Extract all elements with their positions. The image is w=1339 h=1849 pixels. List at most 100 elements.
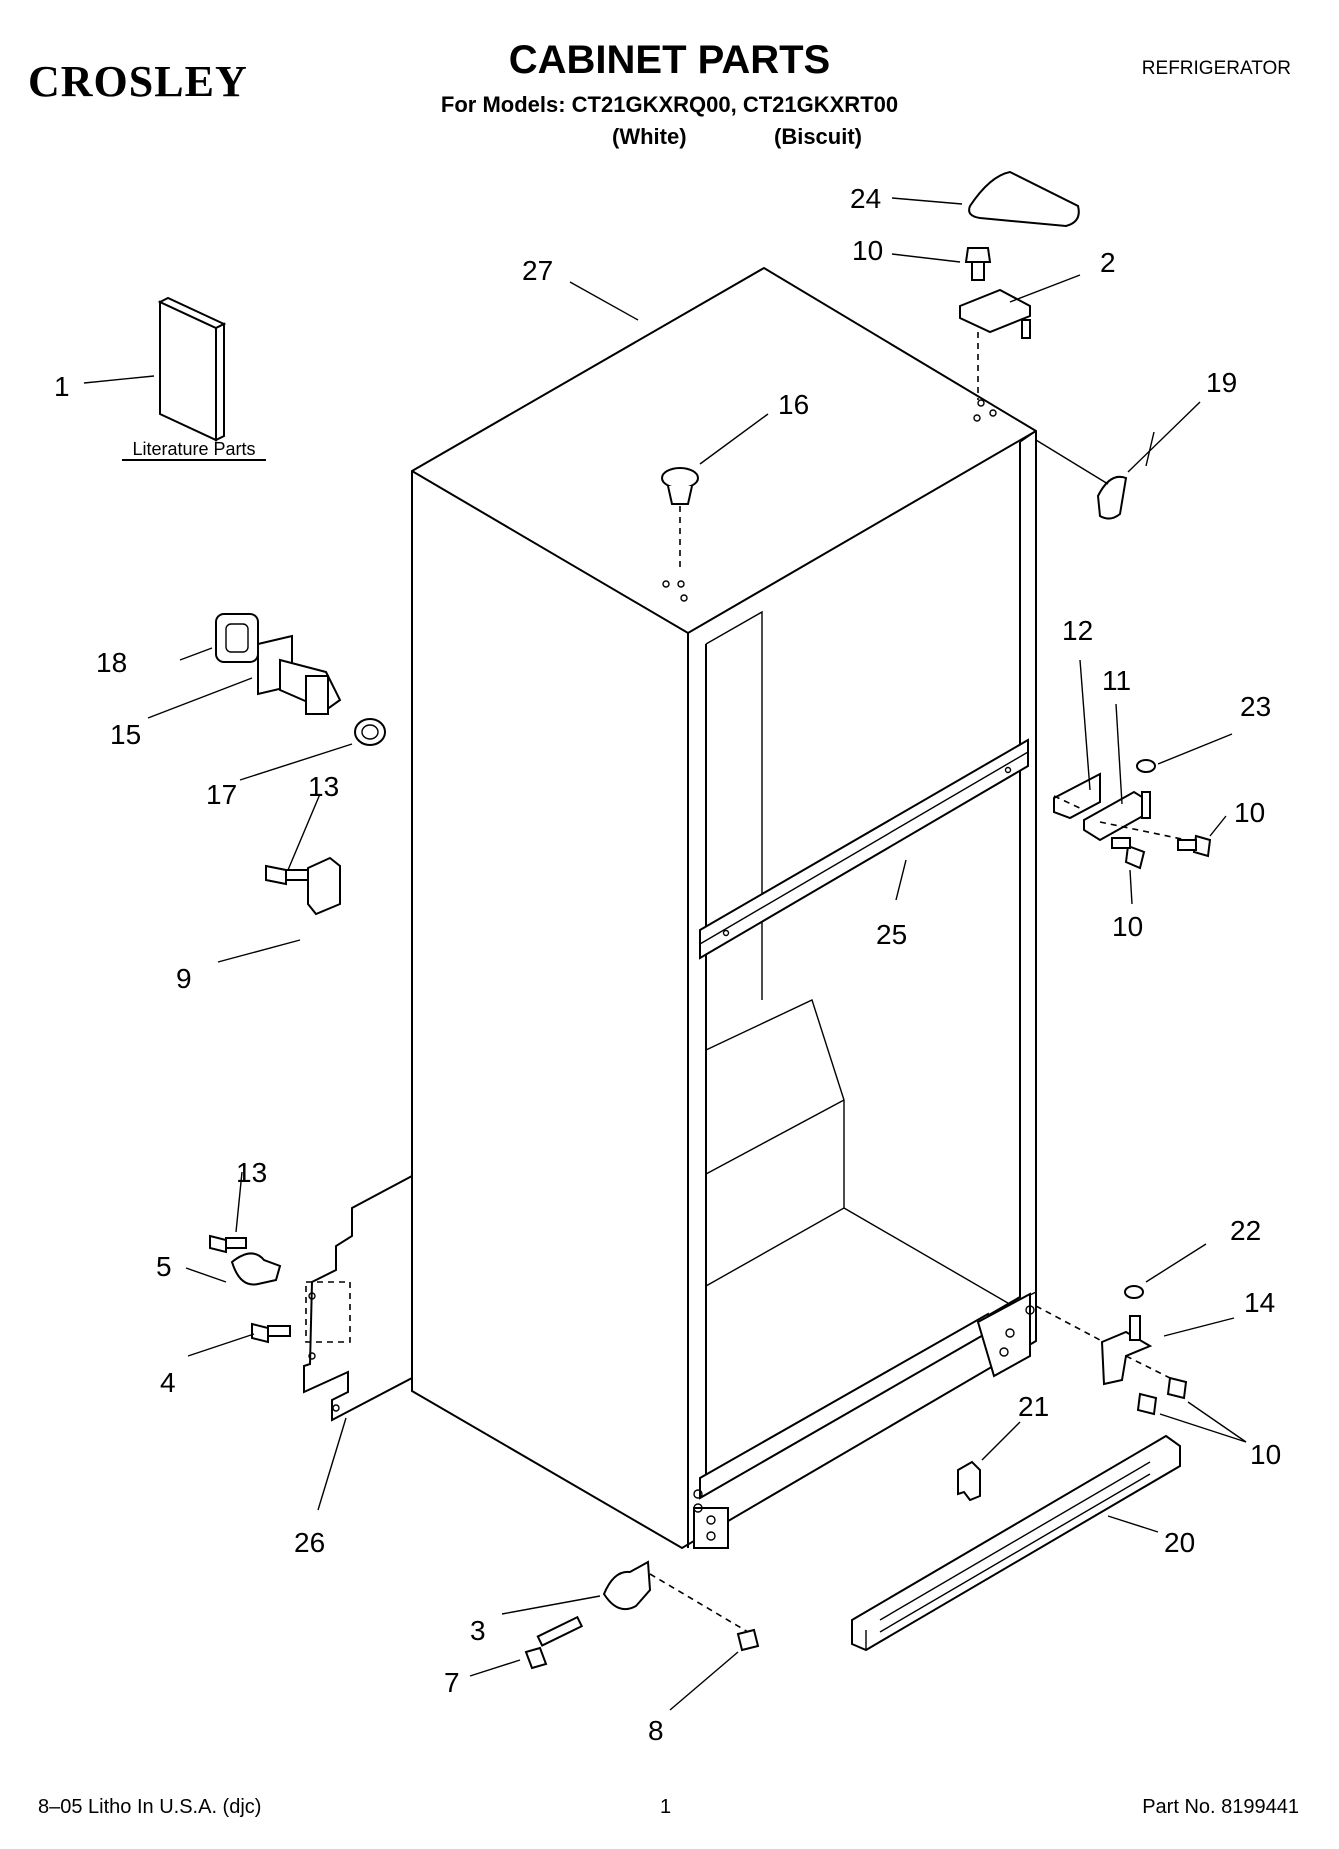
leader-15 (147, 677, 253, 719)
screw-head (1166, 1376, 1188, 1400)
screw-shank (267, 1325, 291, 1337)
page-title: CABINET PARTS (508, 38, 831, 82)
leader-4 (187, 1333, 255, 1357)
part-number: Part No. 8199441 (1142, 1796, 1299, 1818)
leader-25 (895, 859, 907, 901)
bracket-hole (693, 1489, 703, 1499)
booklet-spine (215, 322, 225, 442)
plate-hole (332, 1404, 340, 1412)
screw-head (265, 864, 287, 886)
top-hole (680, 594, 688, 602)
screw-shank (225, 1237, 247, 1249)
hinge-hole (999, 1347, 1009, 1357)
leader-22 (1145, 1243, 1207, 1283)
leader-8 (669, 1651, 739, 1711)
callout-14: 14 (1244, 1287, 1275, 1318)
leader-10b (1209, 815, 1227, 837)
hinge-washer (1136, 759, 1156, 773)
leader-27 (569, 281, 639, 321)
callout-7: 7 (444, 1667, 460, 1698)
callout-17: 17 (206, 779, 237, 810)
side-access-plate (303, 1174, 413, 1422)
top-hole (662, 580, 670, 588)
variant-white: (White) (612, 124, 687, 149)
callout-8: 8 (648, 1715, 664, 1746)
bottom-rail (693, 1292, 1035, 1549)
leader-14 (1163, 1317, 1235, 1337)
callout-19: 19 (1206, 367, 1237, 398)
top-hole (989, 409, 997, 417)
leader-5 (185, 1267, 227, 1283)
screw-shank (971, 261, 985, 281)
callout-11: 11 (1102, 665, 1131, 696)
hinge-cap (968, 170, 1080, 228)
top-hole (677, 580, 685, 588)
leader-10d2 (1159, 1413, 1247, 1443)
hinge-dash (1053, 795, 1085, 811)
roller-bracket (602, 1560, 652, 1610)
door-stop-clip (307, 856, 341, 916)
leader-1 (83, 375, 155, 384)
rail-hole (1004, 766, 1012, 774)
divider-rail (699, 738, 1029, 960)
callout-25: 25 (876, 919, 907, 950)
center-hinge-pin (1141, 791, 1151, 819)
screw-head (1124, 844, 1146, 870)
callout-10a: 10 (852, 235, 883, 266)
screw-shank (285, 869, 309, 881)
top-right-corner (1019, 430, 1037, 443)
screw-head (736, 1628, 760, 1652)
screw-head (251, 1322, 269, 1344)
grille-slot (879, 1473, 1151, 1633)
liner-shelf-line (705, 1099, 845, 1175)
callout-2: 2 (1100, 247, 1116, 278)
callout-18: 18 (96, 647, 127, 678)
handle-washer (354, 718, 386, 746)
plug-stem (667, 485, 693, 505)
bottom-hinge (1100, 1330, 1153, 1386)
callout-26: 26 (294, 1527, 325, 1558)
models-line: For Models: CT21GKXRQ00, CT21GKXRT00 (440, 92, 899, 117)
leader-lines (83, 197, 1247, 1711)
bracket-hole (693, 1503, 703, 1513)
center-hinge-bracket (1053, 772, 1101, 820)
callout-15: 15 (110, 719, 141, 750)
hinge-hole (1025, 1305, 1035, 1315)
hinge-dash (1125, 1355, 1171, 1379)
callout-23: 23 (1240, 691, 1271, 722)
divider-rail-groove (699, 751, 1029, 945)
callout-16: 16 (778, 389, 809, 420)
brand-logo: CROSLEY (28, 57, 248, 106)
cable-clamp (230, 1252, 282, 1286)
hinge-hole (1005, 1328, 1015, 1338)
leader-13a (287, 793, 321, 871)
callout-3: 3 (470, 1615, 486, 1646)
bracket-hole (706, 1515, 716, 1525)
leader-19 (1127, 401, 1201, 473)
callout-10b: 10 (1234, 797, 1265, 828)
handle-gasket (215, 613, 259, 663)
liner-floor-line (843, 1207, 1021, 1311)
callout-27: 27 (522, 255, 553, 286)
callouts: 1 2 3 4 5 7 8 9 10 10 10 10 11 12 13 13 … (54, 183, 1281, 1746)
screw-shank (1111, 837, 1131, 849)
callout-20: 20 (1164, 1527, 1195, 1558)
leader-2 (1009, 274, 1081, 303)
bottom-left-bracket (693, 1507, 729, 1549)
leader-19a (1145, 431, 1155, 467)
screw-head (964, 247, 992, 263)
literature-booklet (157, 296, 227, 442)
hinge-dash (1035, 1305, 1101, 1341)
callout-4: 4 (160, 1367, 176, 1398)
grille-slot (879, 1461, 1151, 1621)
leader-11 (1115, 703, 1123, 805)
callout-9: 9 (176, 963, 192, 994)
leader-16 (699, 413, 769, 465)
callout-10d: 10 (1250, 1439, 1281, 1470)
top-hole (977, 399, 985, 407)
leveling-bolt (536, 1615, 584, 1647)
callout-13a: 13 (308, 771, 339, 802)
category-label: REFRIGERATOR (1141, 58, 1291, 79)
callout-5: 5 (156, 1251, 172, 1282)
plate-hole (308, 1352, 316, 1360)
